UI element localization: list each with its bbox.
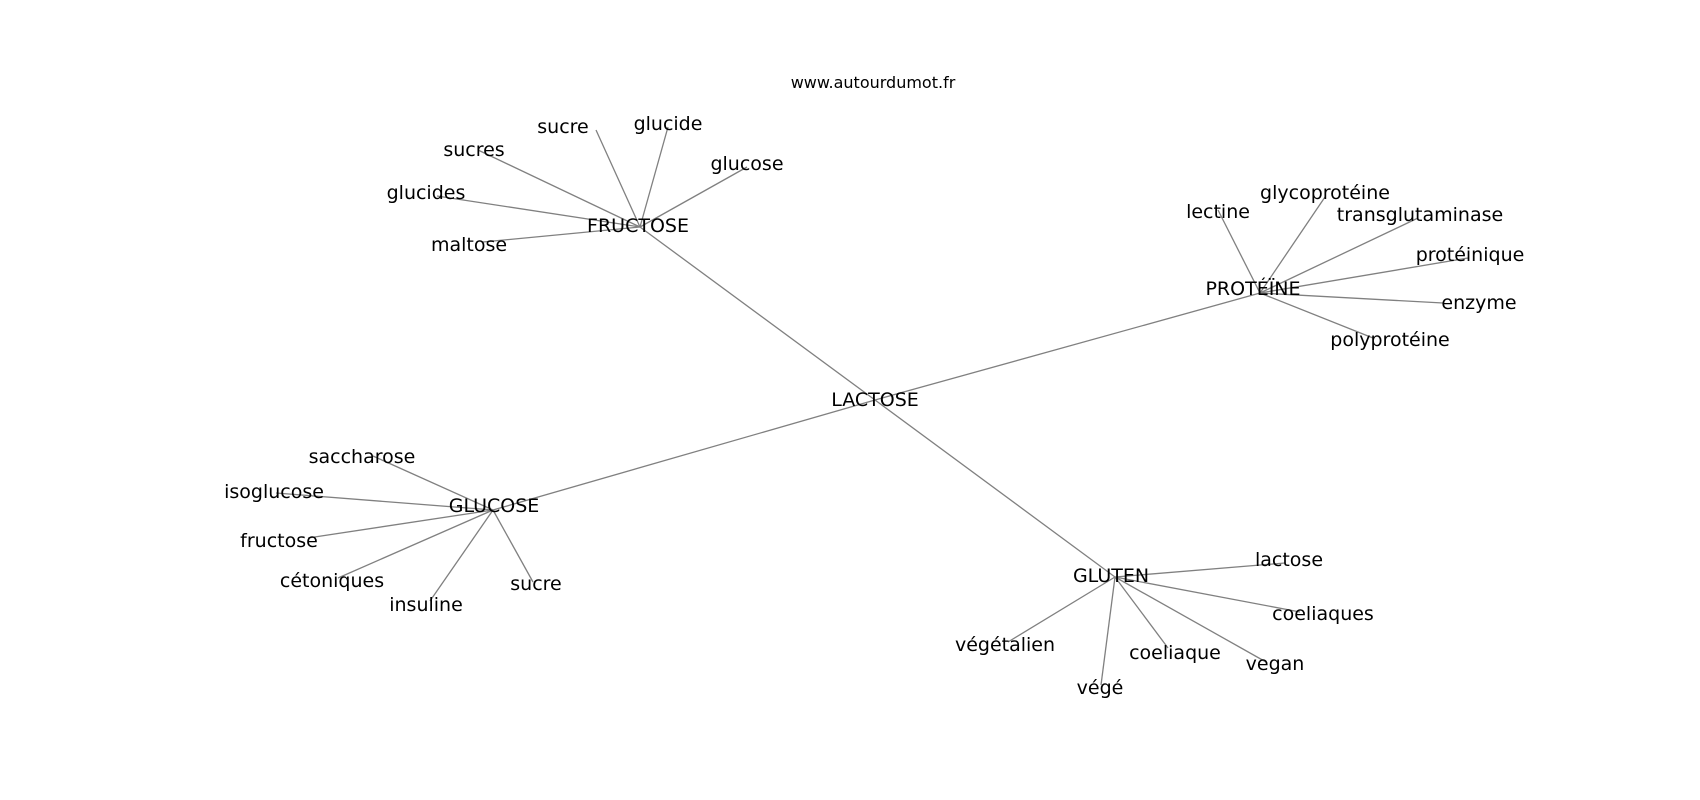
node-proteine-enzyme[interactable]: enzyme	[1441, 292, 1516, 314]
node-gluten-vege[interactable]: végé	[1077, 677, 1124, 699]
edge-proteine-enzyme	[1259, 292, 1444, 304]
node-glucose-sucre[interactable]: sucre	[510, 573, 561, 595]
node-gluten[interactable]: GLUTEN	[1073, 565, 1149, 587]
edge-fructose-sucres	[477, 149, 641, 228]
edge-proteine-polyproteine	[1259, 292, 1374, 339]
node-proteine-lectine[interactable]: lectine	[1186, 201, 1250, 223]
edge-proteine-transglutaminase	[1259, 217, 1419, 294]
node-proteine-glycoproteine[interactable]: glycoprotéine	[1260, 182, 1390, 204]
edge-gluten-coeliaque	[1114, 576, 1169, 649]
node-fructose-glucides[interactable]: glucides	[387, 182, 466, 204]
node-proteine-polyproteine[interactable]: polyprotéine	[1330, 329, 1449, 351]
node-fructose-maltose[interactable]: maltose	[431, 234, 507, 256]
edge-glucose-insuline	[429, 509, 494, 602]
edge-proteine-lectine	[1217, 209, 1261, 294]
node-fructose-sucres[interactable]: sucres	[443, 139, 504, 161]
edge-gluten-coeliaques	[1114, 576, 1301, 613]
edge-glucose-cetoniques	[337, 509, 494, 579]
node-glucose-fructose[interactable]: fructose	[240, 530, 318, 552]
node-gluten-vegan[interactable]: vegan	[1246, 653, 1305, 675]
node-fructose-glucide[interactable]: glucide	[634, 113, 703, 135]
edge-lactose-gluten	[874, 399, 1116, 578]
node-glucose-saccharose[interactable]: saccharose	[309, 446, 416, 468]
node-glucose-cetoniques[interactable]: cétoniques	[280, 570, 384, 592]
edge-proteine-proteinique	[1259, 257, 1469, 294]
edge-lactose-glucose	[492, 399, 876, 511]
edge-glucose-sucre	[492, 509, 534, 583]
node-lactose[interactable]: LACTOSE	[831, 389, 919, 411]
node-fructose-glucose[interactable]: glucose	[710, 153, 783, 175]
graph-labels: www.autourdumot.fr LACTOSE FRUCTOSE sucre g…	[224, 73, 1524, 699]
edge-glucose-saccharose	[372, 455, 494, 511]
node-glucose-insuline[interactable]: insuline	[389, 594, 463, 616]
edge-lactose-fructose	[639, 226, 876, 401]
edge-proteine-glycoproteine	[1259, 196, 1326, 294]
node-proteine-transglutaminase[interactable]: transglutaminase	[1337, 204, 1503, 226]
node-fructose[interactable]: FRUCTOSE	[587, 215, 689, 237]
edge-lactose-proteine	[874, 292, 1261, 401]
edge-gluten-vegetalien	[1007, 576, 1116, 643]
edge-gluten-lactose	[1114, 562, 1286, 578]
edge-glucose-fructose	[307, 509, 494, 539]
site-url[interactable]: www.autourdumot.fr	[791, 73, 956, 92]
node-proteine[interactable]: PROTÉÏNE	[1205, 277, 1300, 300]
edge-fructose-sucre	[595, 129, 641, 228]
node-glucose-isoglucose[interactable]: isoglucose	[224, 481, 324, 503]
graph-edges	[275, 126, 1469, 686]
edge-gluten-vegan	[1114, 576, 1267, 663]
edge-glucose-isoglucose	[275, 492, 494, 511]
node-gluten-lactose[interactable]: lactose	[1255, 549, 1323, 571]
edge-fructose-maltose	[482, 226, 641, 243]
node-gluten-coeliaques[interactable]: coeliaques	[1272, 603, 1374, 625]
edge-gluten-vege	[1100, 576, 1116, 686]
edge-fructose-glucose	[639, 166, 748, 228]
edge-fructose-glucide	[639, 126, 669, 228]
edge-fructose-glucides	[436, 195, 641, 228]
node-glucose[interactable]: GLUCOSE	[449, 495, 540, 517]
node-gluten-vegetalien[interactable]: végétalien	[955, 634, 1055, 656]
node-gluten-coeliaque[interactable]: coeliaque	[1129, 642, 1221, 664]
node-proteine-proteinique[interactable]: protéinique	[1416, 244, 1525, 266]
node-fructose-sucre[interactable]: sucre	[537, 116, 588, 138]
